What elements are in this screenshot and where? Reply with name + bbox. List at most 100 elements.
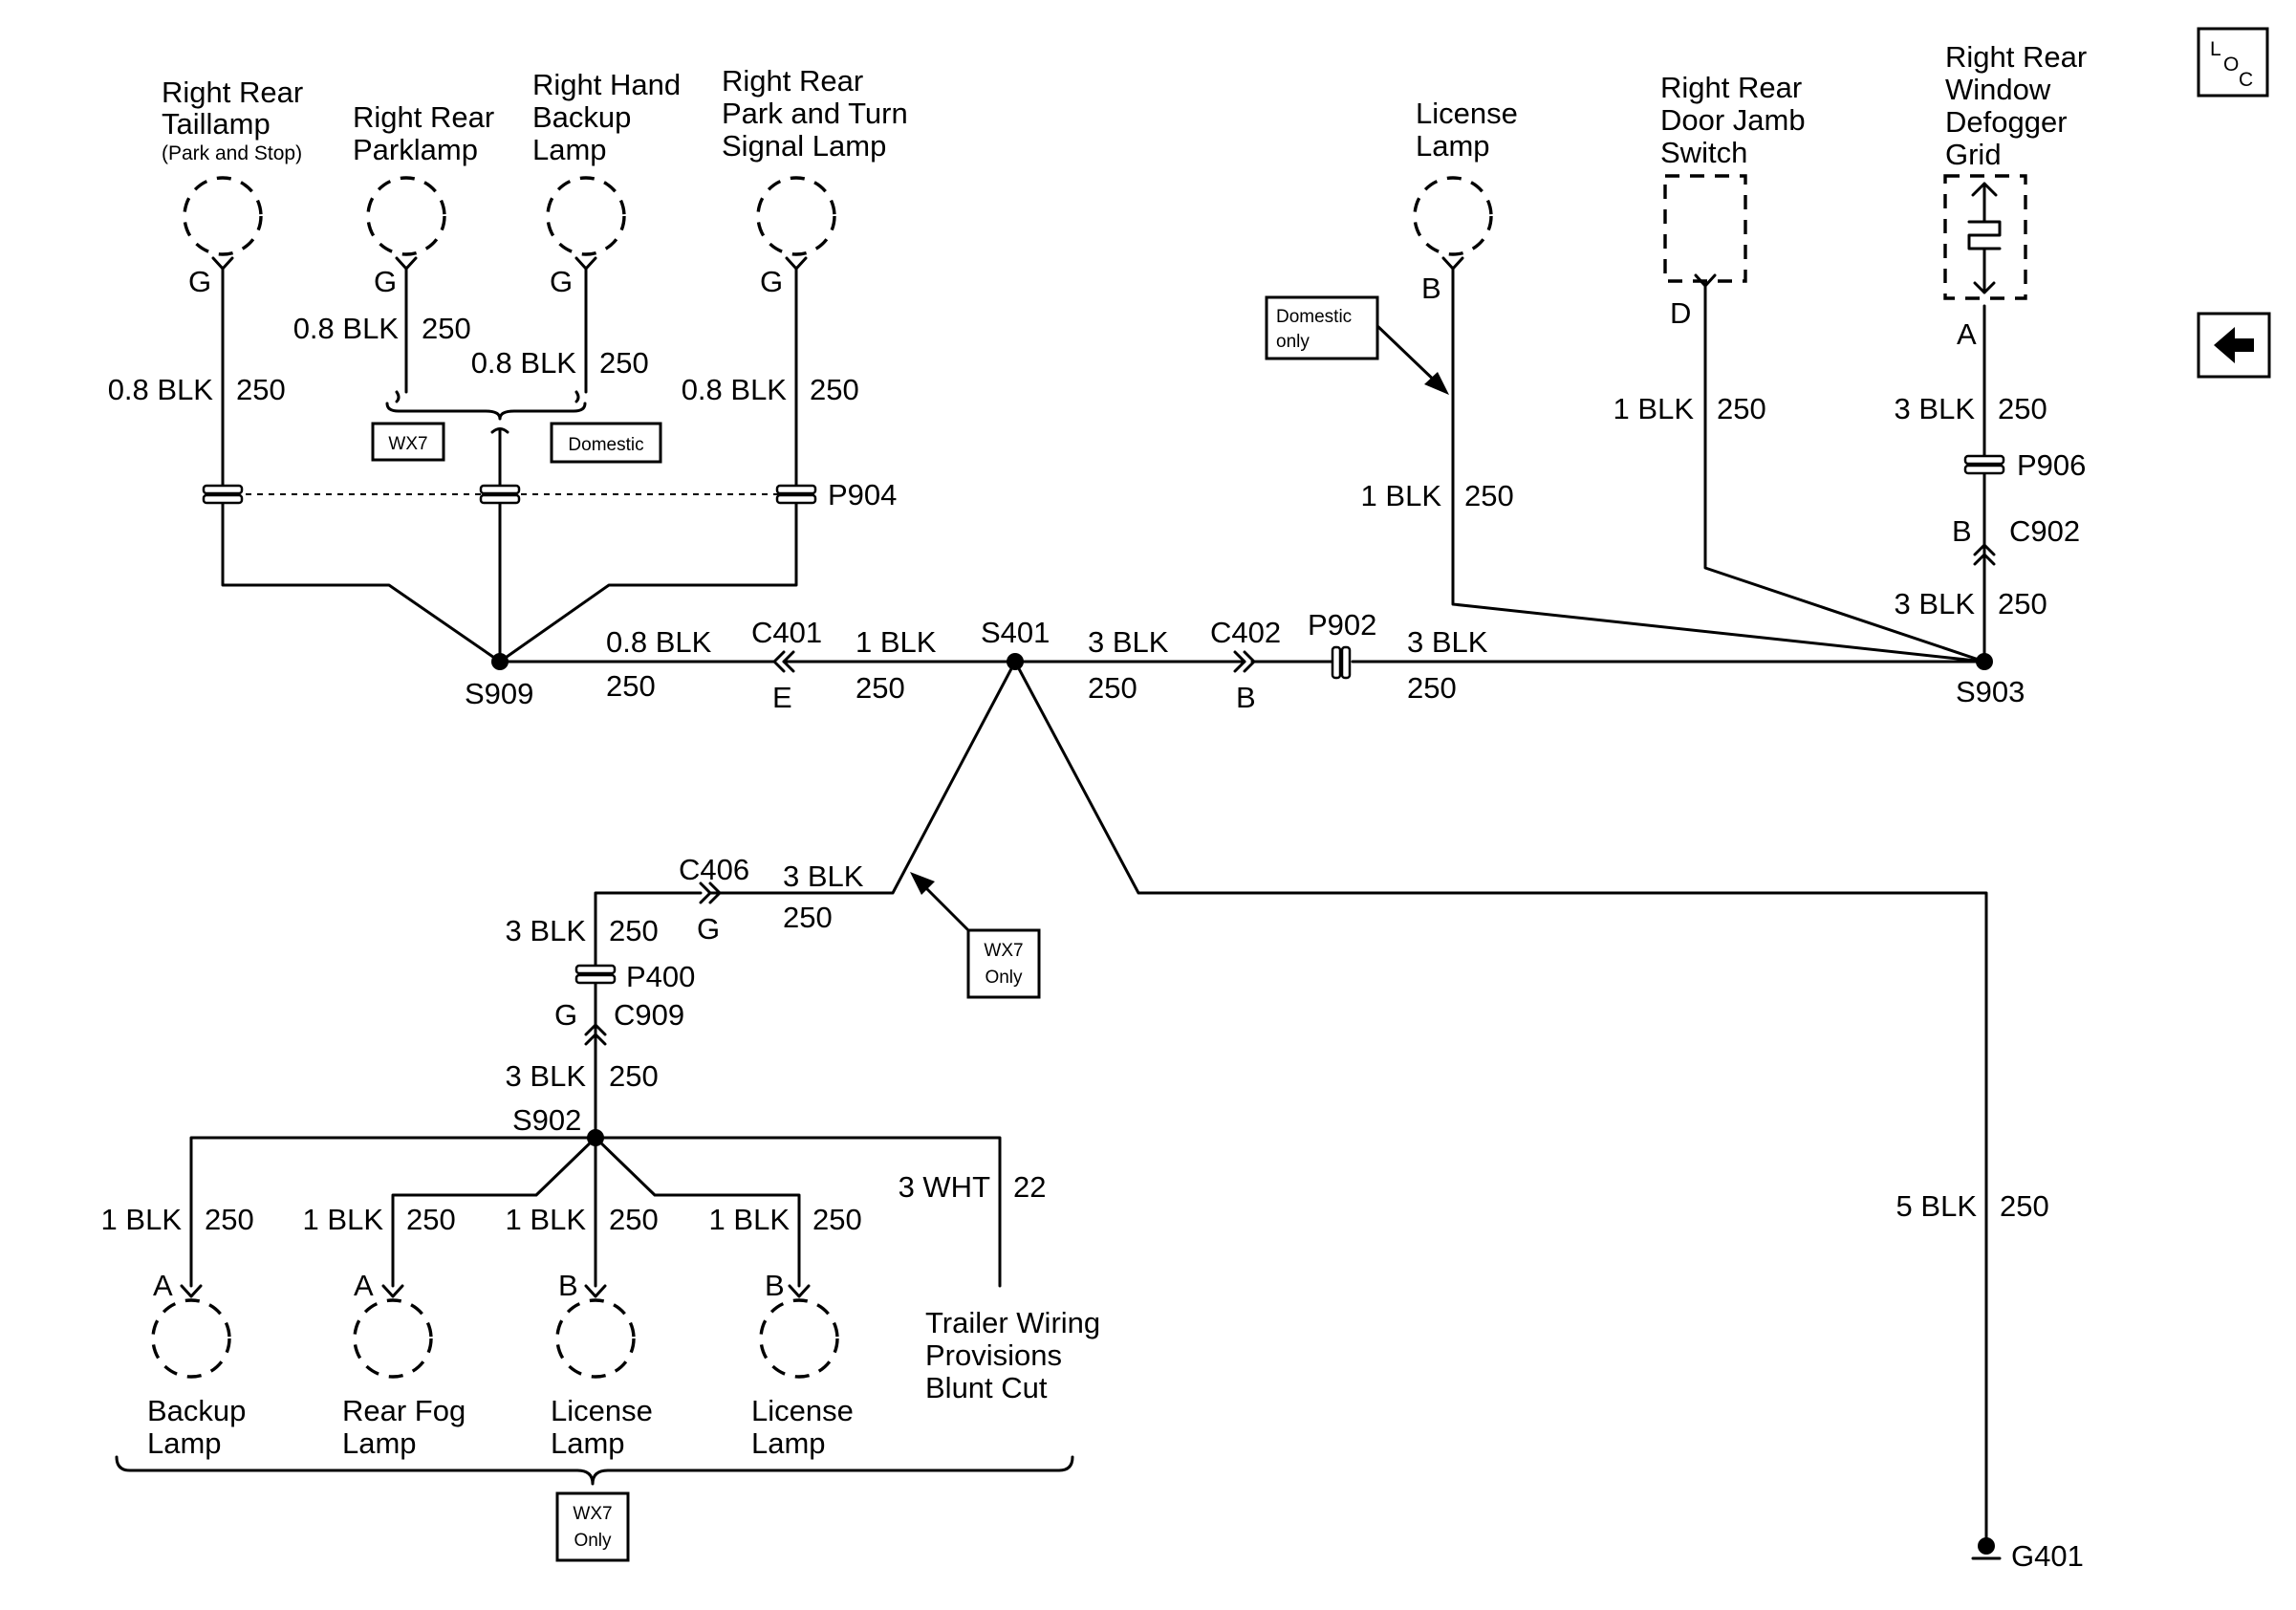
license-b2-label-2: Lamp [751, 1426, 826, 1460]
pin-license-b2: B [765, 1269, 785, 1302]
wire-label-size: 3 WHT [899, 1170, 991, 1204]
wx7-only-bottom-line1: WX7 [573, 1504, 612, 1524]
pin-c401: E [772, 681, 792, 714]
wire-label-size: 3 BLK [1407, 625, 1488, 659]
license-lamp-top-symbol [1413, 176, 1493, 256]
back-button[interactable] [2197, 312, 2271, 379]
wx7-only-box-mid [966, 928, 1041, 999]
option-brace [385, 402, 587, 421]
wire-label-size: 0.8 BLK [606, 625, 712, 659]
rr-taillamp-label-1: Right Rear [162, 76, 303, 109]
ref-p400: P400 [626, 960, 695, 993]
wiring [189, 266, 1988, 1541]
wire-label-size: 3 BLK [1895, 587, 1976, 620]
wx7-box-label: WX7 [388, 434, 427, 454]
p904-connector-mid [479, 484, 521, 505]
wire-label-size: 1 BLK [1361, 479, 1442, 512]
wire-s401-c406 [707, 660, 1017, 895]
rr-parklamp-symbol [366, 176, 446, 256]
s903-splice [1976, 653, 1993, 670]
wx7-box [371, 422, 445, 462]
loc-letter-o: O [2223, 54, 2239, 76]
p904-connector-left [202, 484, 244, 505]
wire-bus-right [594, 1136, 1002, 1288]
c402-connector [1233, 650, 1256, 673]
component-labels: Right Rear Taillamp (Park and Stop) Righ… [147, 40, 2087, 1460]
backup-lamp-label-2: Lamp [147, 1426, 222, 1460]
wire-rear-fog [391, 1136, 597, 1288]
wire-label-circuit: 250 [812, 1203, 862, 1236]
rh-backup-label-2: Backup [532, 100, 631, 134]
bottom-option-brace [115, 1455, 1074, 1486]
wire-label-size: 1 BLK [856, 625, 937, 659]
p906-connector [1963, 454, 2005, 475]
pin-labels: G G G G B D A B E B G G A A B B [153, 265, 1977, 1302]
p400-connector [574, 964, 617, 985]
pin-c402: B [1236, 681, 1256, 714]
rr-parklamp-label-2: Parklamp [353, 133, 478, 166]
c909-connector [584, 1023, 607, 1046]
wx7-only-bottom-line2: Only [574, 1531, 612, 1551]
wire-label-circuit: 250 [406, 1203, 456, 1236]
license-lamp-b1-symbol [555, 1298, 636, 1379]
wire-label-circuit: 250 [1998, 392, 2047, 425]
rr-turn-label-3: Signal Lamp [722, 129, 886, 163]
rr-taillamp-label-2: Taillamp [162, 107, 271, 141]
s401-splice [1007, 653, 1024, 670]
wire-label-size: 1 BLK [1614, 392, 1695, 425]
wire-label-circuit: 250 [609, 1203, 659, 1236]
wire-label-size: 0.8 BLK [471, 346, 577, 380]
wire-turn-lamp [498, 266, 798, 664]
rear-fog-label-2: Lamp [342, 1426, 417, 1460]
loc-button[interactable]: L O C [2197, 27, 2269, 98]
p904-connector-right [775, 484, 817, 505]
ref-s902: S902 [512, 1103, 581, 1137]
domestic-only-line1: Domestic [1276, 307, 1352, 327]
wire-label-circuit: 250 [606, 669, 656, 703]
ref-s401: S401 [981, 616, 1050, 649]
wire-label-size: 0.8 BLK [108, 373, 214, 406]
pin-rear-fog: A [354, 1269, 374, 1302]
domestic-box [550, 422, 662, 464]
rh-backup-label-3: Lamp [532, 133, 607, 166]
pin-door-jamb: D [1670, 296, 1691, 330]
c401-connector [772, 650, 795, 673]
callout-arrows [910, 323, 1449, 931]
pin-backup: G [550, 265, 573, 298]
ref-c401: C401 [751, 616, 822, 649]
back-arrow-icon [2214, 327, 2254, 363]
rr-parklamp-label-1: Right Rear [353, 100, 494, 134]
ref-c406: C406 [679, 853, 749, 886]
ref-s903: S903 [1956, 675, 2025, 708]
g401-ground-icon [1971, 1537, 2002, 1560]
wire-label-size: 1 BLK [303, 1203, 384, 1236]
backup-lamp-symbol [151, 1298, 231, 1379]
rh-backup-lamp-symbol [546, 176, 626, 256]
wire-label-size: 3 BLK [506, 1059, 587, 1093]
wire-label-size: 3 BLK [1895, 392, 1976, 425]
defogger-label-3: Defogger [1945, 105, 2068, 139]
loc-letter-c: C [2239, 69, 2253, 91]
domestic-box-label: Domestic [568, 435, 643, 455]
wire-door-jamb [1703, 282, 1986, 664]
backup-lamp-label-1: Backup [147, 1394, 246, 1427]
wire-label-circuit: 250 [2000, 1189, 2049, 1223]
wire-label-size: 3 BLK [1088, 625, 1169, 659]
ref-p906: P906 [2017, 448, 2086, 482]
ref-g401: G401 [2011, 1539, 2084, 1573]
pin-taillamp: G [188, 265, 211, 298]
ref-s909: S909 [465, 677, 533, 710]
wire-label-circuit: 250 [1998, 587, 2047, 620]
license-top-label-2: Lamp [1416, 129, 1490, 163]
wire-label-circuit: 250 [856, 671, 905, 705]
wire-c406-p400 [594, 891, 703, 971]
license-b2-label-1: License [751, 1394, 854, 1427]
s909-splice [491, 653, 509, 670]
p902-connector [1331, 645, 1352, 680]
option-braces [385, 390, 587, 434]
terminal-chevrons [180, 256, 1717, 1298]
defogger-label-4: Grid [1945, 138, 2002, 171]
pin-parklamp: G [374, 265, 397, 298]
pin-license-top: B [1421, 272, 1441, 305]
door-jamb-label-2: Door Jamb [1660, 103, 1806, 137]
